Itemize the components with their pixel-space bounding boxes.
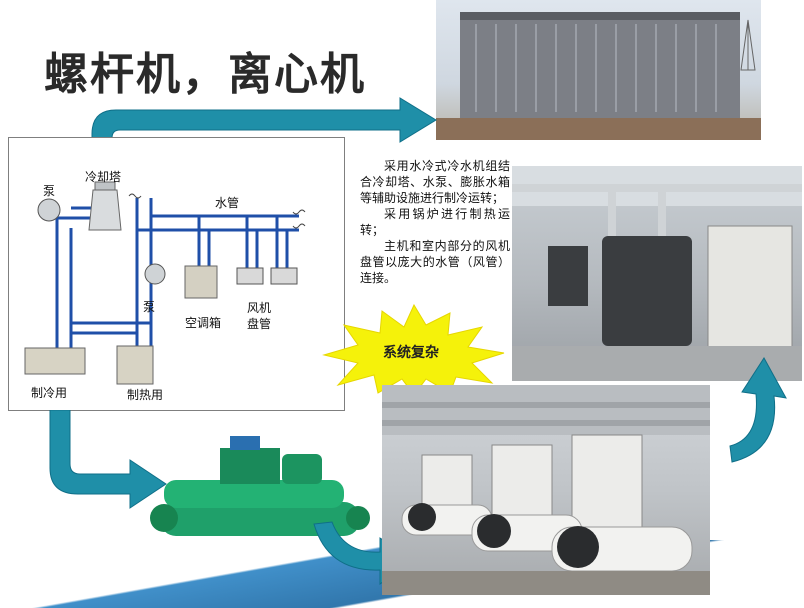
label-pump-mid: 泵 xyxy=(143,300,156,314)
label-ahu: 空调箱 xyxy=(185,316,222,330)
desc-para-2: 采用锅炉进行制热运转； xyxy=(360,207,510,237)
callout-label: 系统复杂 xyxy=(383,345,439,361)
complexity-starburst xyxy=(322,303,505,395)
label-pump-left: 泵 xyxy=(43,184,56,198)
slide-title: 螺杆机，离心机 xyxy=(44,49,366,100)
cooling-tower-photo xyxy=(436,0,761,140)
arrow-to-chiller-room xyxy=(729,357,787,463)
chiller-room-photo xyxy=(512,166,802,381)
label-cooling-tower: 冷却塔 xyxy=(85,170,122,184)
arrow-to-centrifugal xyxy=(49,410,167,509)
hvac-schematic: 泵 冷却塔 水管 泵 空调箱 风机 盘管 制冷用 制热用 xyxy=(8,137,345,411)
plant-room-photo xyxy=(382,385,710,595)
label-cooling-use: 制冷用 xyxy=(31,386,68,400)
label-water-pipe: 水管 xyxy=(215,196,240,210)
centrifugal-chiller-photo xyxy=(150,430,375,548)
desc-para-3: 主机和室内部分的风机盘管以庞大的水管（风管）连接。 xyxy=(360,239,510,285)
label-heating-use: 制热用 xyxy=(127,388,164,402)
description-text: 采用水冷式冷水机组结合冷却塔、水泵、膨胀水箱等辅助设施进行制冷运转； 采用锅炉进… xyxy=(360,158,510,286)
label-fan-coil: 风机 盘管 xyxy=(247,301,272,331)
pump-left-icon xyxy=(37,198,61,222)
desc-para-1: 采用水冷式冷水机组结合冷却塔、水泵、膨胀水箱等辅助设施进行制冷运转； xyxy=(360,159,510,205)
arrow-to-cooling-tower xyxy=(91,97,437,175)
